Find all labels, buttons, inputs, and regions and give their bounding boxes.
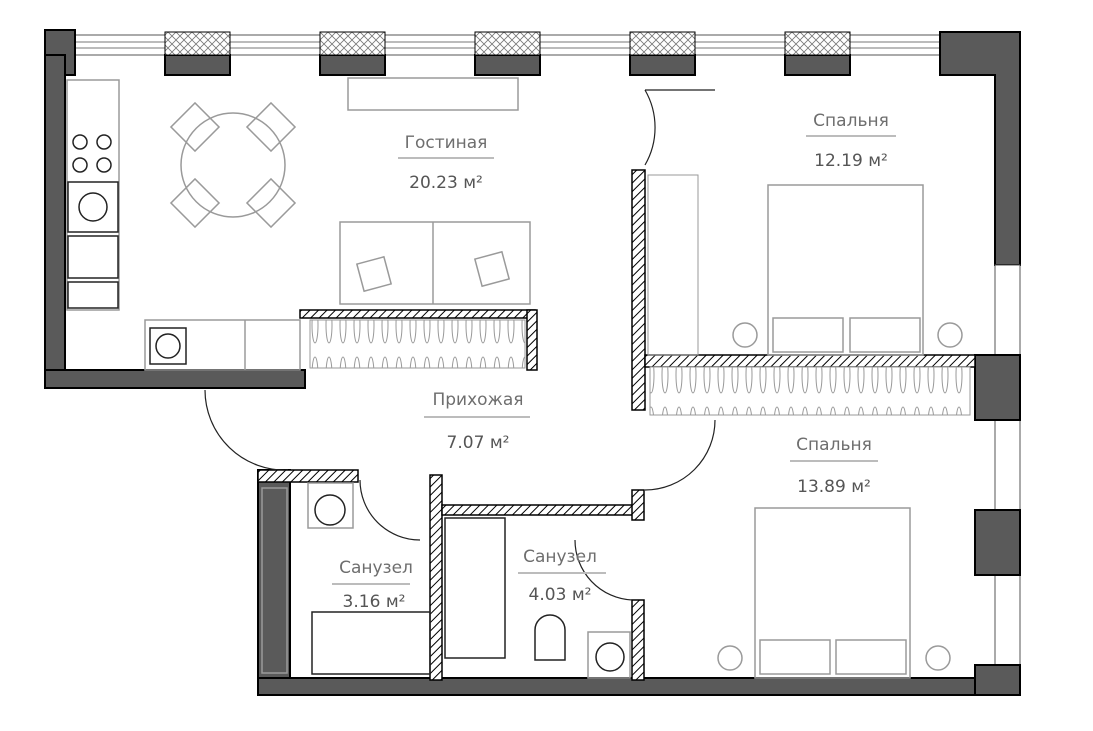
dining-table: [169, 101, 297, 229]
room-area: 13.89: [797, 477, 846, 497]
svg-text:12.19 м²: 12.19 м²: [814, 151, 888, 171]
room-label-hallway: Прихожая 7.07 м²: [424, 390, 530, 453]
room-area: 20.23: [409, 173, 458, 193]
svg-text:4.03 м²: 4.03 м²: [529, 585, 592, 605]
wardrobe-bedroom: [649, 366, 971, 416]
room-unit: м²: [851, 477, 871, 497]
room-name: Гостиная: [405, 133, 488, 153]
room-label-living: Гостиная 20.23 м²: [398, 133, 494, 193]
doors: [204, 89, 716, 601]
room-name: Спальня: [813, 111, 889, 131]
wardrobe-hall: [309, 319, 526, 369]
room-name: Прихожая: [432, 390, 523, 410]
bed-2: [717, 507, 951, 679]
room-label-bathroom-1: Санузел 3.16 м²: [332, 558, 413, 612]
room-name: Санузел: [339, 558, 413, 578]
interior-walls: [257, 169, 976, 681]
room-area: 7.07: [447, 433, 485, 453]
room-name: Санузел: [523, 547, 597, 567]
sofa: [339, 221, 531, 305]
room-unit: м²: [386, 592, 406, 612]
room-unit: м²: [463, 173, 483, 193]
svg-text:13.89 м²: 13.89 м²: [797, 477, 871, 497]
room-unit: м²: [868, 151, 888, 171]
svg-text:20.23 м²: 20.23 м²: [409, 173, 483, 193]
room-area: 3.16: [343, 592, 381, 612]
tv-unit: [347, 77, 519, 111]
svg-text:7.07 м²: 7.07 м²: [447, 433, 510, 453]
kitchen: [66, 79, 301, 371]
room-label-bathroom-2: Санузел 4.03 м²: [518, 547, 606, 605]
room-label-bedroom-1: Спальня 12.19 м²: [806, 111, 896, 171]
svg-text:3.16 м²: 3.16 м²: [343, 592, 406, 612]
wardrobe-bedroom-1: [647, 174, 699, 356]
room-label-bedroom-2: Спальня 13.89 м²: [790, 435, 878, 497]
room-unit: м²: [572, 585, 592, 605]
room-unit: м²: [490, 433, 510, 453]
bathroom-fixtures: [261, 482, 631, 679]
bed-1: [732, 184, 963, 356]
top-wall: [44, 29, 1021, 266]
outer-walls: [44, 54, 1021, 696]
room-name: Спальня: [796, 435, 872, 455]
room-area: 12.19: [814, 151, 863, 171]
room-area: 4.03: [529, 585, 567, 605]
